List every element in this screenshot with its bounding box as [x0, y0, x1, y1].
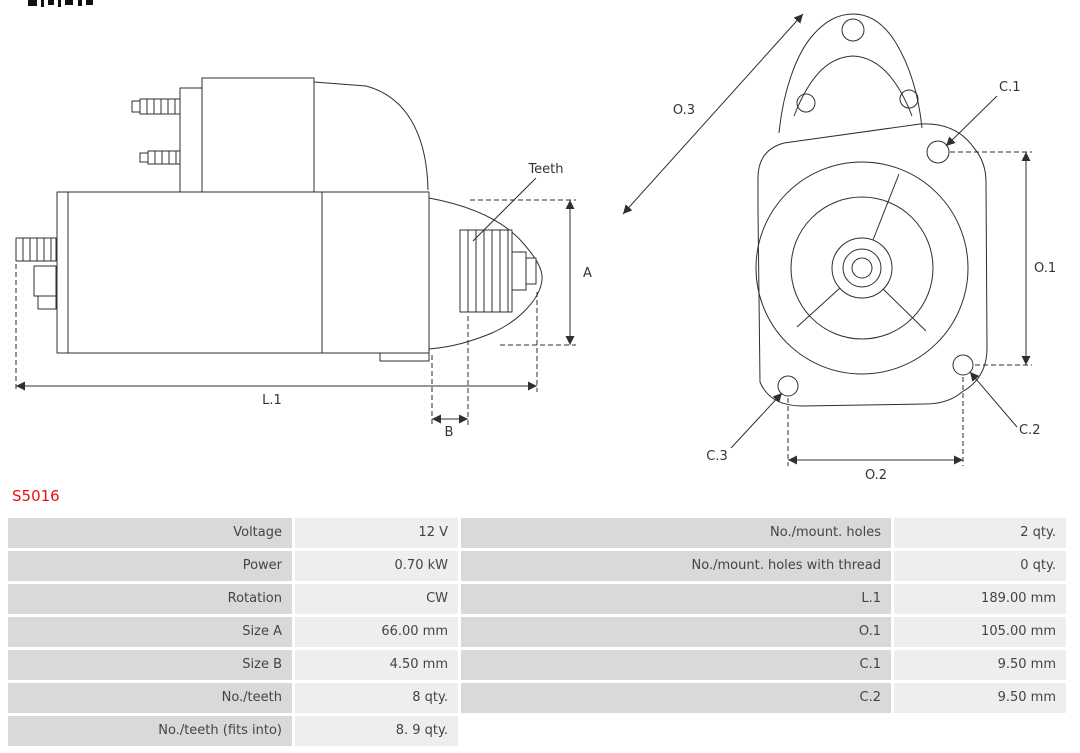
dim-label-o3: O.3 [673, 103, 695, 118]
dim-label-o1: O.1 [1034, 261, 1056, 276]
spec-label-empty [461, 716, 891, 746]
dim-label-c2: C.2 [1019, 423, 1040, 438]
spec-value-c1: 9.50 mm [894, 650, 1066, 680]
dim-label-l1: L.1 [262, 393, 282, 408]
teeth-label: Teeth [527, 162, 563, 177]
spec-value-mount-holes-thread: 0 qty. [894, 551, 1066, 581]
spec-value-o1: 105.00 mm [894, 617, 1066, 647]
spec-label-rotation: Rotation [8, 584, 292, 614]
dim-label-a: A [583, 266, 592, 281]
spec-label-teeth-fits-into: No./teeth (fits into) [8, 716, 292, 746]
spec-label-mount-holes: No./mount. holes [461, 518, 891, 548]
spec-value-c2: 9.50 mm [894, 683, 1066, 713]
spec-label-teeth: No./teeth [8, 683, 292, 713]
spec-label-mount-holes-thread: No./mount. holes with thread [461, 551, 891, 581]
dim-label-c3: C.3 [706, 449, 727, 464]
front-view-dimension-lines [622, 13, 1032, 466]
spec-value-voltage: 12 V [295, 518, 458, 548]
spec-label-voltage: Voltage [8, 518, 292, 548]
spec-label-c1: C.1 [461, 650, 891, 680]
spec-value-size-a: 66.00 mm [295, 617, 458, 647]
spec-label-c2: C.2 [461, 683, 891, 713]
spec-value-teeth-fits-into: 8. 9 qty. [295, 716, 458, 746]
spec-label-l1: L.1 [461, 584, 891, 614]
spec-label-power: Power [8, 551, 292, 581]
spec-value-power: 0.70 kW [295, 551, 458, 581]
spec-value-rotation: CW [295, 584, 458, 614]
dim-label-c1: C.1 [999, 80, 1020, 95]
starter-side-view [15, 77, 543, 362]
side-view-dimension-lines [15, 177, 576, 425]
dim-label-b: B [445, 425, 454, 440]
spec-value-teeth: 8 qty. [295, 683, 458, 713]
spec-value-empty [894, 716, 1066, 746]
spec-value-size-b: 4.50 mm [295, 650, 458, 680]
spec-value-mount-holes: 2 qty. [894, 518, 1066, 548]
barcode-artifact [28, 0, 93, 7]
spec-label-o1: O.1 [461, 617, 891, 647]
spec-value-l1: 189.00 mm [894, 584, 1066, 614]
spec-label-size-b: Size B [8, 650, 292, 680]
spec-label-size-a: Size A [8, 617, 292, 647]
spec-table: Voltage 12 V No./mount. holes 2 qty. Pow… [8, 518, 1066, 746]
starter-front-view [755, 13, 988, 407]
part-number: S5016 [12, 487, 60, 505]
technical-drawings: A L.1 B Teeth [15, 0, 1056, 483]
dim-label-o2: O.2 [865, 468, 887, 483]
